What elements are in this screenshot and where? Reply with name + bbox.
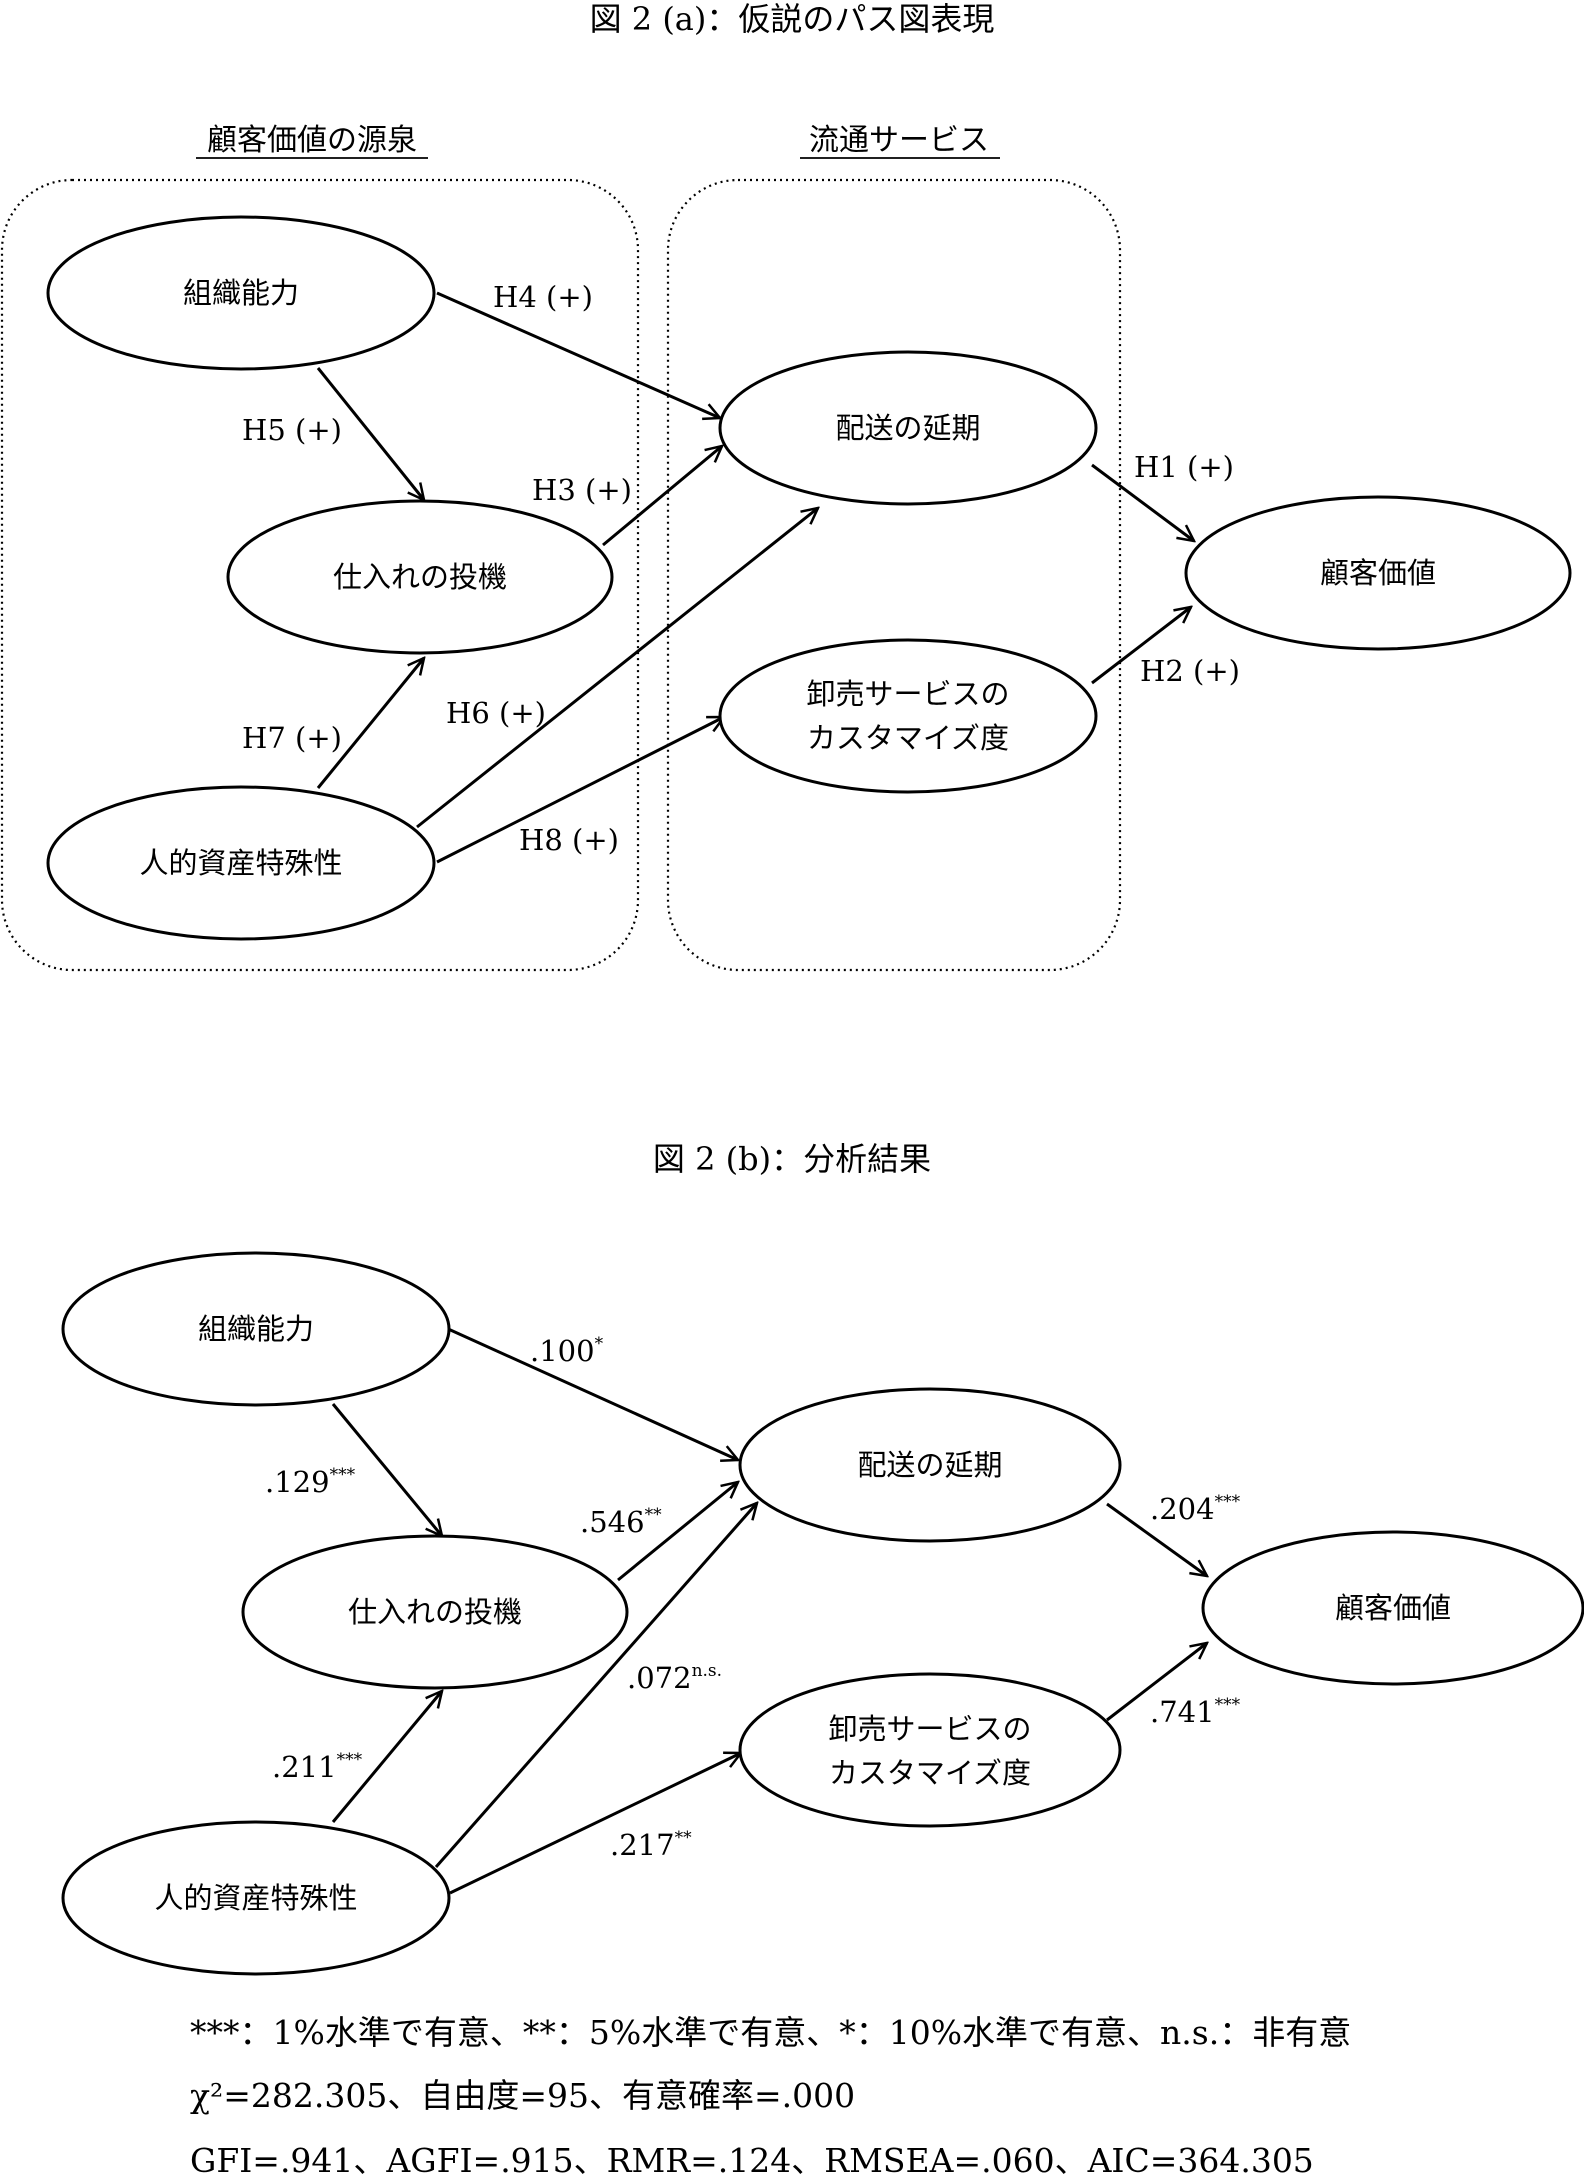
- node-b-asset-label: 人的資産特殊性: [154, 1881, 357, 1915]
- edge-label-h4: H4 (+): [493, 280, 593, 314]
- edge-label-h2: H2 (+): [1140, 654, 1240, 688]
- coef-asset-delay: .072n.s.: [627, 1661, 722, 1695]
- arrow-a-asset-spec: [316, 658, 424, 789]
- arrow-b-org-delay: [445, 1326, 738, 1460]
- arrow-b-custom-value: [1106, 1643, 1207, 1722]
- node-b-value-label: 顧客価値: [1335, 1591, 1451, 1625]
- footnote-fit-indices: GFI=.941、AGFI=.915、RMR=.124、RMSEA=.060、A…: [190, 2141, 1314, 2180]
- figure-a-title: 図 2 (a)：仮説のパス図表現: [590, 0, 995, 38]
- arrow-b-org-spec: [331, 1403, 442, 1536]
- group-label-service: 流通サービス: [809, 123, 989, 158]
- coef-asset-custom: .217**: [610, 1828, 692, 1862]
- node-a-delay-label: 配送の延期: [835, 411, 980, 445]
- node-a-value-label: 顧客価値: [1320, 556, 1436, 590]
- node-a-spec-label: 仕入れの投機: [333, 560, 507, 594]
- coef-delay-value: .204***: [1150, 1492, 1241, 1526]
- footnote-chi-square: χ²=282.305、自由度=95、有意確率=.000: [190, 2076, 855, 2115]
- node-b-spec-label: 仕入れの投機: [348, 1595, 522, 1629]
- node-a-spec: 仕入れの投機: [226, 499, 614, 655]
- node-a-org: 組織能力: [46, 215, 436, 371]
- edge-label-h5: H5 (+): [242, 413, 342, 447]
- arrow-b-delay-value: [1106, 1502, 1207, 1576]
- node-a-org-label: 組織能力: [183, 276, 299, 310]
- figure-a: 図 2 (a)：仮説のパス図表現 顧客価値の源泉 流通サービス 組織能力 仕入れ…: [0, 0, 1572, 972]
- node-b-spec: 仕入れの投機: [241, 1534, 629, 1690]
- arrow-a-custom-value: [1091, 607, 1191, 685]
- edge-label-h8: H8 (+): [519, 823, 619, 857]
- edge-label-h7: H7 (+): [242, 721, 342, 755]
- node-b-delay: 配送の延期: [738, 1387, 1122, 1543]
- node-a-custom-label-2: カスタマイズ度: [807, 721, 1009, 755]
- node-b-value: 顧客価値: [1201, 1530, 1584, 1686]
- node-a-custom: 卸売サービスの カスタマイズ度: [718, 638, 1098, 794]
- node-a-value: 顧客価値: [1184, 495, 1572, 651]
- arrow-a-org-delay: [436, 291, 720, 418]
- node-b-custom-label-2: カスタマイズ度: [829, 1756, 1031, 1790]
- node-b-custom-label-1: 卸売サービスの: [828, 1712, 1031, 1746]
- group-box-service: [666, 178, 1122, 972]
- arrow-b-asset-delay: [434, 1503, 757, 1868]
- edge-label-h3: H3 (+): [532, 473, 632, 507]
- coef-custom-value: .741***: [1150, 1695, 1241, 1729]
- coef-spec-delay: .546**: [580, 1505, 662, 1539]
- edge-label-h6: H6 (+): [446, 696, 546, 730]
- arrow-b-asset-custom: [449, 1753, 741, 1895]
- arrow-a-asset-custom: [436, 715, 724, 864]
- figure-b-title: 図 2 (b)：分析結果: [653, 1140, 931, 1178]
- node-b-delay-label: 配送の延期: [857, 1448, 1002, 1482]
- node-a-delay: 配送の延期: [718, 350, 1098, 506]
- footnotes: ***：1%水準で有意、**：5%水準で有意、*：10%水準で有意、n.s.：非…: [190, 2013, 1351, 2180]
- group-box-source: [0, 178, 640, 972]
- node-b-asset: 人的資産特殊性: [61, 1820, 451, 1976]
- coef-asset-spec: .211***: [272, 1750, 363, 1784]
- arrow-b-spec-delay: [617, 1482, 738, 1582]
- node-a-asset: 人的資産特殊性: [46, 785, 436, 941]
- arrow-a-asset-delay: [416, 508, 818, 829]
- footnote-significance: ***：1%水準で有意、**：5%水準で有意、*：10%水準で有意、n.s.：非…: [190, 2013, 1351, 2052]
- arrow-a-org-spec: [316, 367, 424, 500]
- node-b-org: 組織能力: [61, 1251, 451, 1407]
- coef-org-spec: .129***: [265, 1465, 356, 1499]
- arrow-a-delay-value: [1091, 463, 1194, 541]
- group-label-source: 顧客価値の源泉: [207, 123, 417, 158]
- figure-b: 図 2 (b)：分析結果 組織能力 仕入れの投機 人的資産特殊性 配送の延期: [61, 1140, 1584, 1976]
- node-b-org-label: 組織能力: [198, 1312, 314, 1346]
- coef-org-delay: .100*: [530, 1334, 604, 1368]
- node-b-custom: 卸売サービスの カスタマイズ度: [738, 1672, 1122, 1828]
- arrow-a-spec-delay: [602, 446, 722, 547]
- edge-label-h1: H1 (+): [1134, 450, 1234, 484]
- node-a-asset-label: 人的資産特殊性: [139, 846, 342, 880]
- node-a-custom-label-1: 卸売サービスの: [806, 677, 1009, 711]
- arrow-b-asset-spec: [331, 1691, 442, 1823]
